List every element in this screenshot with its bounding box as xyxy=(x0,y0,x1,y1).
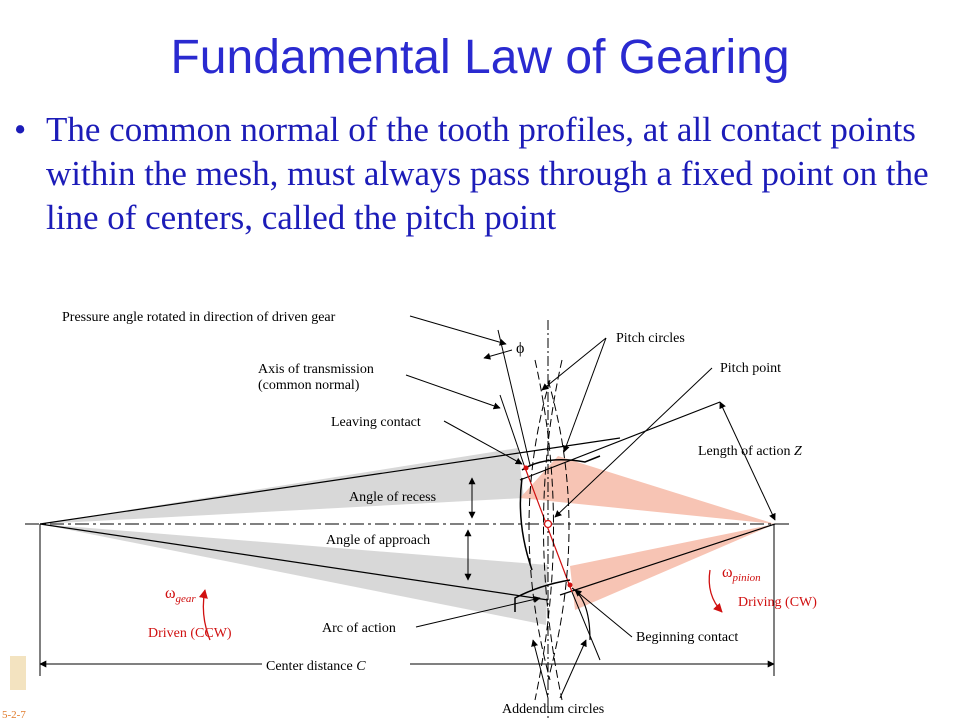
tooth-profile-lower xyxy=(514,579,571,612)
line-of-action xyxy=(523,464,573,593)
pitch-point-marker xyxy=(543,519,553,529)
pitch-circle-arc-left xyxy=(534,359,554,701)
label-pressure-angle: Pressure angle rotated in direction of d… xyxy=(62,310,336,325)
gear-recess-shade xyxy=(40,448,524,524)
label-corner-fragment: 5-2-7 xyxy=(2,709,26,720)
label-phi: ϕ xyxy=(516,340,524,357)
pinion-rotation-arrow xyxy=(708,569,723,613)
addendum-arc-left xyxy=(547,379,570,681)
contact-point-upper xyxy=(523,465,529,471)
length-of-action-line xyxy=(719,401,776,521)
line-of-action-ext xyxy=(499,394,525,466)
leader-pitch-circles-2 xyxy=(562,337,607,453)
left-edge-fragment xyxy=(10,656,26,690)
leader-phi xyxy=(483,349,513,360)
gear-radial-lower xyxy=(39,523,549,601)
leader-addendum-1 xyxy=(531,639,549,699)
pitch-circle-arc-right xyxy=(543,359,563,701)
bullet-marker: • xyxy=(14,110,27,149)
label-omega-pinion: ωpinion xyxy=(722,564,761,584)
label-leaving-contact: Leaving contact xyxy=(331,415,421,430)
bullet-text: The common normal of the tooth profiles,… xyxy=(46,110,929,237)
label-driven: Driven (CCW) xyxy=(148,626,232,641)
leader-pressure xyxy=(409,315,507,346)
leader-leaving xyxy=(443,420,523,465)
label-pitch-point: Pitch point xyxy=(720,361,781,376)
label-pitch-circles: Pitch circles xyxy=(616,331,685,346)
leader-arc-action xyxy=(415,596,541,628)
label-axis-transmission-1: Axis of transmission xyxy=(258,362,374,377)
leader-pitch-point xyxy=(554,367,713,518)
center-distance-label-bg xyxy=(262,656,410,674)
leader-addendum-2 xyxy=(559,639,587,699)
bullet-list: • The common normal of the tooth profile… xyxy=(14,108,944,240)
contact-point-lower xyxy=(567,582,573,588)
leader-axis xyxy=(405,374,501,410)
tooth-profile-mid xyxy=(519,477,533,571)
pressure-ref-line xyxy=(497,329,531,466)
label-center-distance: Center distance C xyxy=(266,659,366,674)
label-angle-recess: Angle of recess xyxy=(349,490,436,505)
gear-mesh-diagram: Pressure angle rotated in direction of d… xyxy=(2,310,817,720)
line-of-action-ext-lower xyxy=(571,591,601,661)
gear-radial-upper xyxy=(39,437,621,525)
gear-approach-shade xyxy=(40,524,548,625)
label-length-of-action: Length of action Z xyxy=(698,444,802,459)
label-beginning-contact: Beginning contact xyxy=(636,630,738,645)
label-omega-gear: ωgear xyxy=(165,585,196,605)
pinion-recess-shade xyxy=(520,456,775,524)
pinion-radial-upper xyxy=(519,401,721,481)
label-addendum-circles: Addendum circles xyxy=(502,702,604,717)
label-driving: Driving (CW) xyxy=(738,595,817,610)
leader-beginning xyxy=(574,589,633,638)
gear-rotation-arrow xyxy=(198,589,211,641)
label-arc-of-action: Arc of action xyxy=(322,621,396,636)
leader-pitch-circles-1 xyxy=(541,337,607,391)
slide-title: Fundamental Law of Gearing xyxy=(170,31,790,84)
pinion-approach-shade xyxy=(570,524,775,610)
label-angle-approach: Angle of approach xyxy=(326,533,430,548)
pinion-radial-lower xyxy=(559,523,776,596)
addendum-arc-right xyxy=(528,379,551,681)
label-axis-transmission-2: (common normal) xyxy=(258,378,360,393)
